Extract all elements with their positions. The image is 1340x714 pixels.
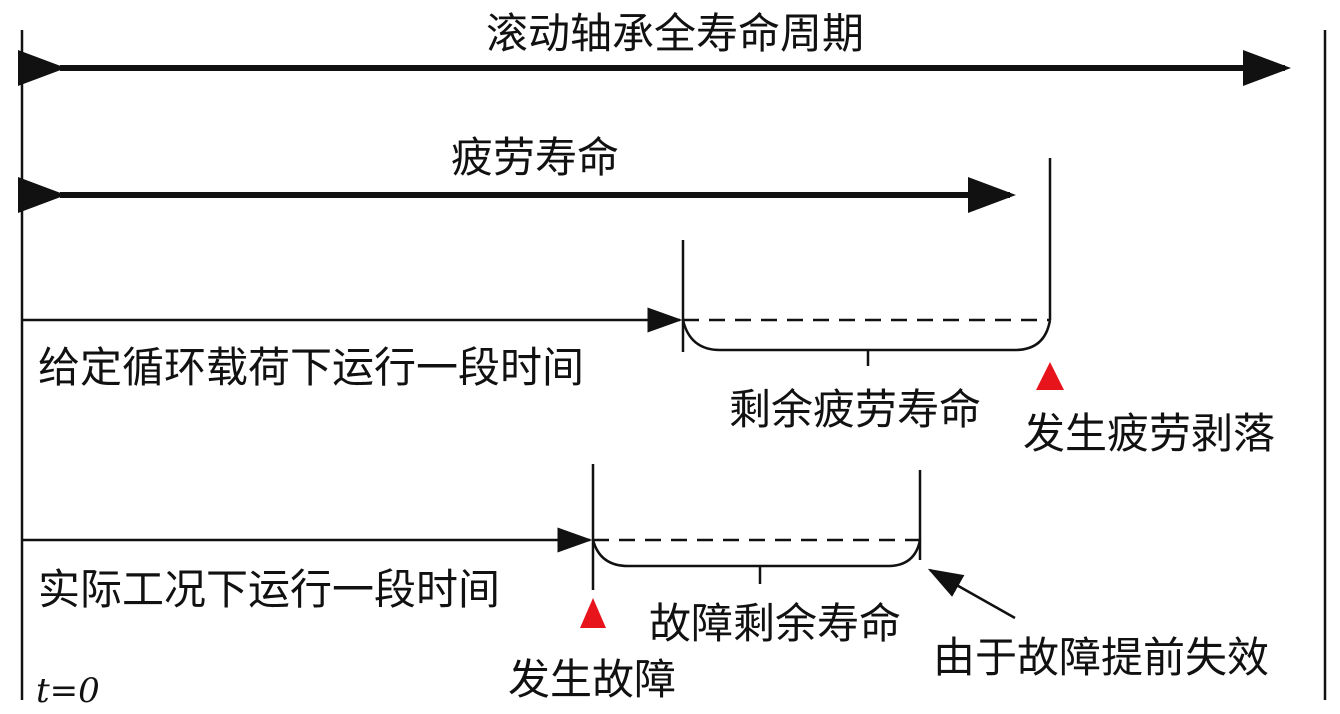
full-life-label: 滚动轴承全寿命周期 bbox=[486, 9, 864, 58]
early-failure-label: 由于故障提前失效 bbox=[933, 633, 1269, 682]
cyclic-load-label: 给定循环载荷下运行一段时间 bbox=[38, 343, 584, 392]
early-failure-pointer-arrow bbox=[927, 568, 1016, 620]
fault-remaining-brace bbox=[591, 539, 922, 584]
fault-occurs-label: 发生故障 bbox=[508, 655, 676, 704]
actual-condition-label: 实际工况下运行一段时间 bbox=[38, 565, 500, 614]
fatigue-spalling-label: 发生疲劳剥落 bbox=[1023, 409, 1275, 458]
fault-remaining-label: 故障剩余寿命 bbox=[649, 599, 901, 648]
remaining-fatigue-label: 剩余疲劳寿命 bbox=[729, 385, 981, 434]
time-zero-label: t=0 bbox=[36, 671, 100, 711]
fault-marker-icon bbox=[580, 598, 606, 628]
fatigue-spalling-marker-icon bbox=[1036, 362, 1064, 390]
remaining-fatigue-brace bbox=[681, 319, 1052, 366]
fatigue-life-label: 疲劳寿命 bbox=[451, 133, 619, 182]
